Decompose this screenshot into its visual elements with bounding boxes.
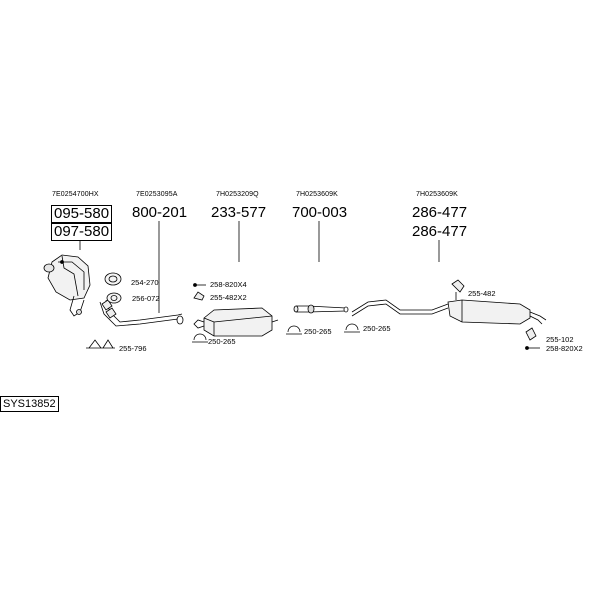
clamp-250-265-c bbox=[344, 323, 360, 333]
front-silencer-part bbox=[193, 307, 279, 337]
accessory-256-072[interactable]: 256-072 bbox=[132, 294, 160, 303]
oem-ref-middle-pipe: 7H0253609K bbox=[296, 191, 338, 198]
part-number-catalyst-b[interactable]: 097-580 bbox=[51, 223, 113, 241]
part-number-catalyst-a[interactable]: 095-580 bbox=[51, 205, 113, 223]
rear-silencer-part bbox=[351, 299, 547, 325]
clamp-255-796 bbox=[86, 339, 115, 349]
accessory-258-820X2[interactable]: 258-820X2 bbox=[546, 344, 583, 353]
mount-255-482 bbox=[451, 279, 465, 300]
accessory-255-482[interactable]: 255-482 bbox=[468, 289, 496, 298]
accessory-250-265-a[interactable]: 250-265 bbox=[208, 337, 236, 346]
part-number-front-pipe[interactable]: 800-201 bbox=[132, 204, 188, 221]
accessory-255-796[interactable]: 255-796 bbox=[119, 344, 147, 353]
part-number-middle-pipe[interactable]: 700-003 bbox=[292, 204, 348, 221]
part-number-front-silencer[interactable]: 233-577 bbox=[211, 204, 267, 221]
part-number-rear-silencer-b[interactable]: 286-477 bbox=[412, 223, 468, 240]
accessory-254-270[interactable]: 254-270 bbox=[131, 278, 159, 287]
mount-255-482X2 bbox=[193, 291, 205, 301]
system-code: SYS13852 bbox=[0, 396, 59, 412]
oem-ref-front-silencer: 7H0253209Q bbox=[216, 191, 259, 198]
accessory-250-265-c[interactable]: 250-265 bbox=[363, 324, 391, 333]
oem-ref-rear-silencer: 7H0253609K bbox=[416, 191, 458, 198]
front-pipe-part bbox=[99, 299, 184, 327]
oem-ref-catalyst: 7E0254700HX bbox=[52, 191, 99, 198]
clamp-255-102 bbox=[525, 327, 537, 341]
middle-pipe-part bbox=[293, 304, 349, 314]
accessory-250-265-b[interactable]: 250-265 bbox=[304, 327, 332, 336]
accessory-258-820X4[interactable]: 258-820X4 bbox=[210, 280, 247, 289]
gasket-254-270 bbox=[104, 272, 122, 286]
clamp-250-265-b bbox=[286, 325, 302, 335]
oem-ref-front-pipe: 7E0253095A bbox=[136, 191, 178, 198]
accessory-255-482X2[interactable]: 255-482X2 bbox=[210, 293, 247, 302]
clamp-250-265-a bbox=[192, 333, 208, 343]
bolts-258-820X4 bbox=[193, 283, 206, 287]
accessory-255-102[interactable]: 255-102 bbox=[546, 335, 574, 344]
part-number-rear-silencer-a[interactable]: 286-477 bbox=[412, 204, 468, 221]
bolts-258-820X2 bbox=[525, 346, 540, 350]
catalyst-part bbox=[43, 254, 91, 317]
ring-256-072 bbox=[106, 292, 122, 304]
